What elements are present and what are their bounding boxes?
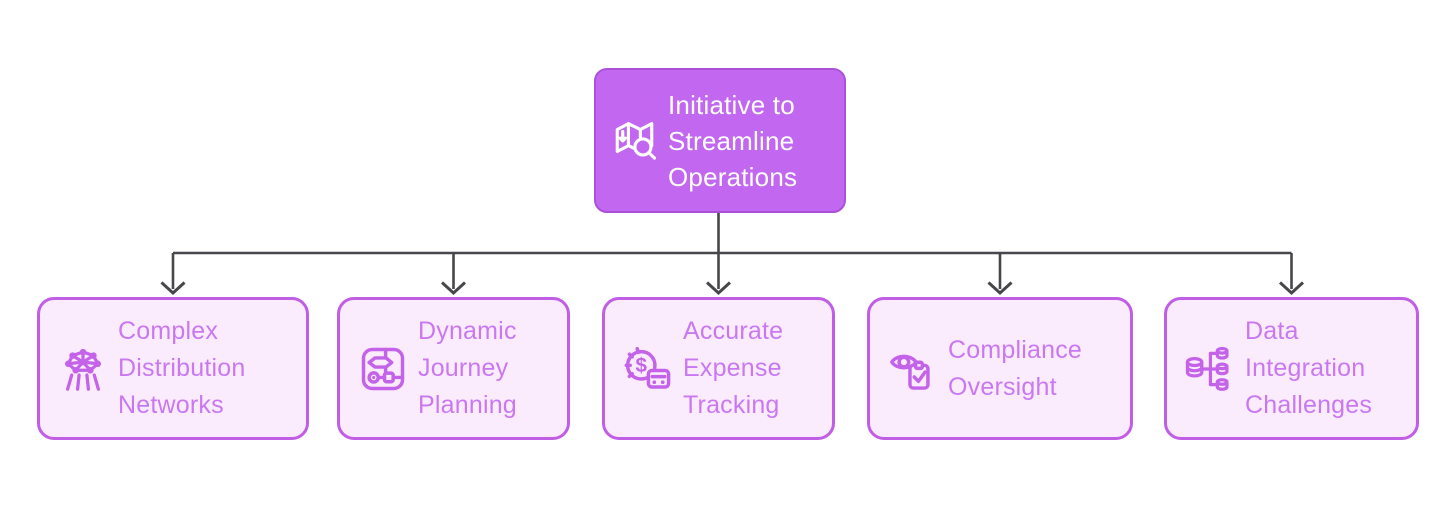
svg-text:$: $ bbox=[636, 354, 648, 377]
network-icon bbox=[65, 348, 101, 391]
child-label: Accurate Expense Tracking bbox=[683, 317, 784, 419]
coin-receipt-icon: $ bbox=[624, 346, 671, 389]
child-label: Complex Distribution Networks bbox=[118, 317, 246, 419]
node-dynamic-journey-planning: Dynamic Journey Planning bbox=[337, 297, 570, 440]
arrowhead-icon bbox=[705, 281, 732, 296]
node-compliance-oversight: Compliance Oversight bbox=[867, 297, 1133, 440]
child-label: Compliance Oversight bbox=[948, 335, 1083, 401]
root-label: Initiative to Streamline Operations bbox=[668, 89, 798, 192]
connector-group bbox=[160, 213, 1305, 296]
map-search-icon bbox=[615, 122, 657, 160]
child-label: Dynamic Journey Planning bbox=[418, 317, 517, 419]
arrowhead-icon bbox=[160, 281, 186, 296]
arrowhead-icon bbox=[987, 281, 1013, 296]
arrowhead-icon bbox=[1278, 281, 1305, 296]
eye-clipboard-check-icon bbox=[890, 354, 930, 390]
node-data-integration-challenges: Data Integration Challenges bbox=[1164, 297, 1419, 440]
route-map-icon bbox=[361, 347, 405, 390]
node-root: Initiative to Streamline Operations bbox=[594, 68, 846, 213]
database-integration-icon bbox=[1185, 346, 1229, 391]
node-accurate-expense-tracking: $ Accurate Expense Tracking bbox=[602, 297, 835, 440]
child-label: Data Integration Challenges bbox=[1245, 317, 1373, 419]
node-complex-distribution-networks: Complex Distribution Networks bbox=[37, 297, 309, 440]
arrowhead-icon bbox=[440, 281, 467, 296]
